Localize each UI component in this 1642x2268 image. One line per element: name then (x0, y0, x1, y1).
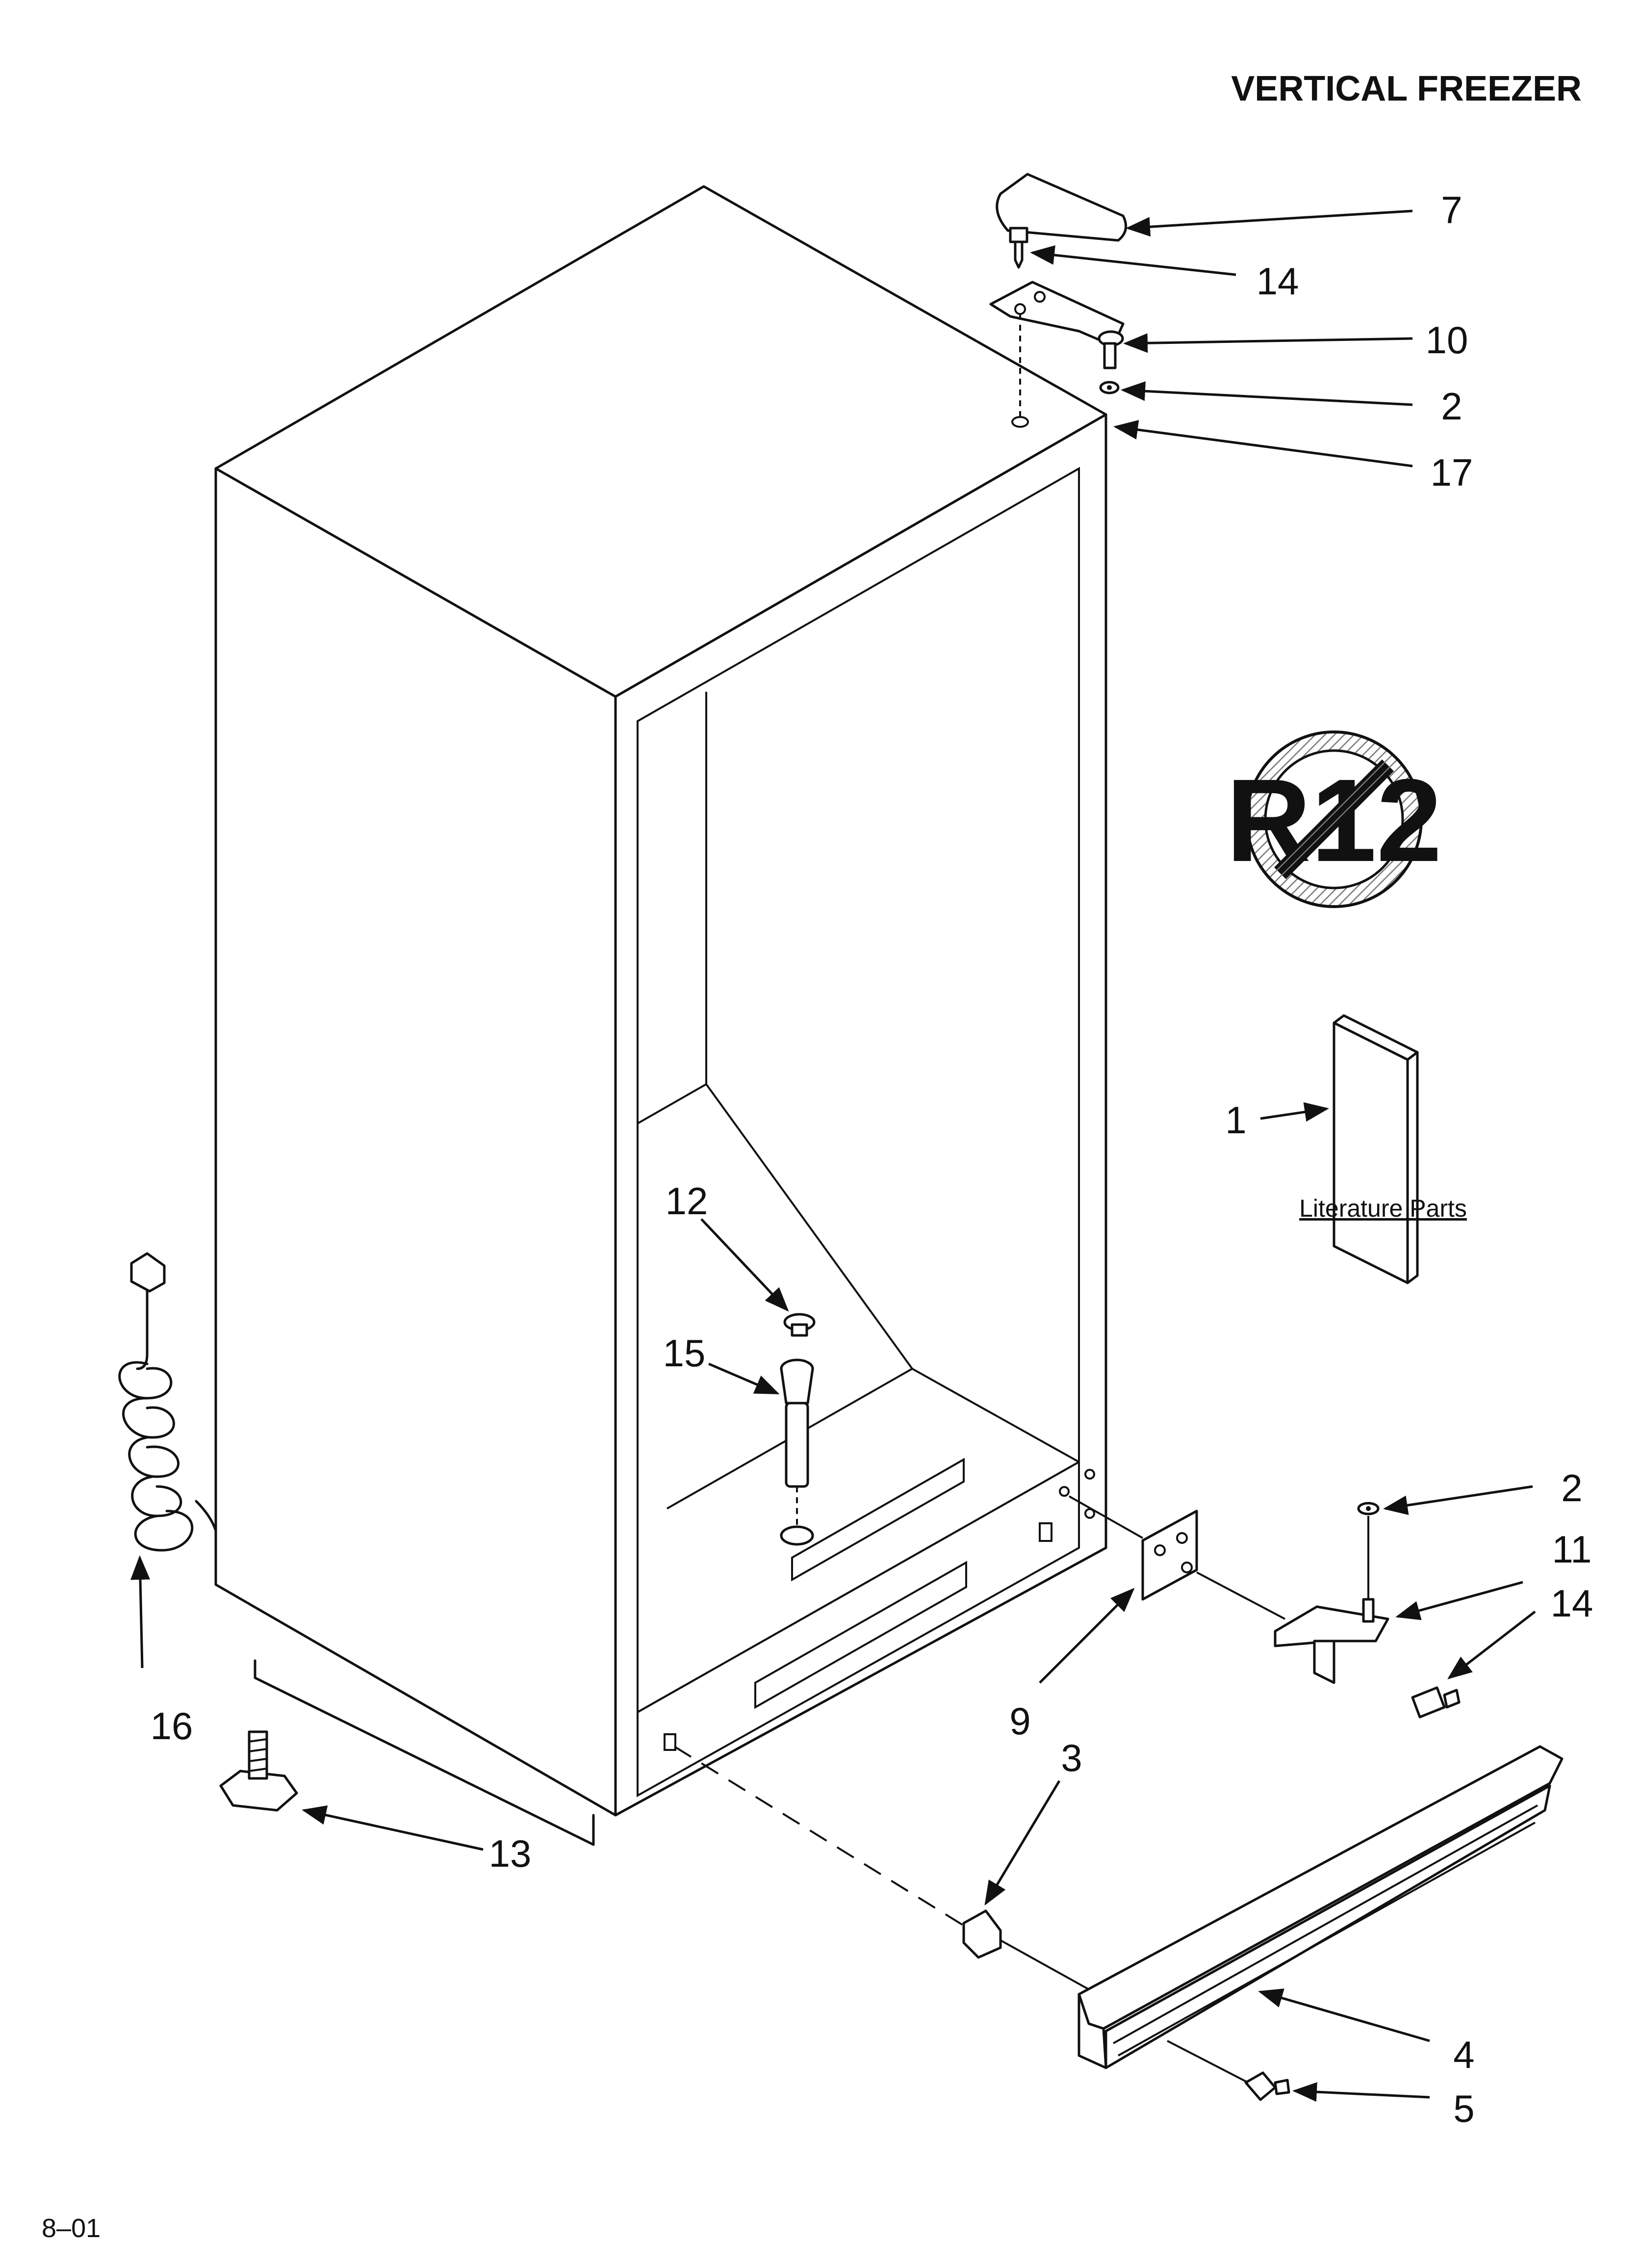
top-hinge-screw (1009, 227, 1028, 269)
callout-7: 7 (1441, 188, 1462, 232)
top-hinge-washer (1099, 381, 1120, 394)
callout-16: 16 (151, 1704, 193, 1747)
leader-5 (1292, 2082, 1430, 2102)
literature-caption: Literature Parts (1299, 1195, 1467, 1222)
leader-14-right (1447, 1611, 1536, 1680)
leader-14-top (1030, 245, 1236, 276)
bottom-hinge (1274, 1516, 1389, 1684)
hinge-bracket (1069, 1495, 1285, 1620)
leader-16 (130, 1555, 150, 1668)
bottom-hinge-screw (1411, 1686, 1461, 1719)
literature-booklet (1333, 1014, 1419, 1284)
top-hinge-pin (1098, 330, 1124, 369)
power-cord (118, 1252, 217, 1552)
callout-5: 5 (1453, 2087, 1474, 2130)
leader-13 (302, 1805, 484, 1851)
callout-17: 17 (1431, 451, 1473, 494)
leader-11 (1395, 1581, 1523, 1620)
callout-12: 12 (666, 1179, 708, 1223)
diagram-title: VERTICAL FREEZER (1231, 69, 1582, 108)
bottom-hinge-washer (1357, 1502, 1380, 1515)
leader-2-right (1383, 1485, 1533, 1515)
callout-1: 1 (1225, 1098, 1246, 1142)
toe-grille (1078, 1745, 1564, 2069)
leader-3 (984, 1780, 1061, 1906)
callout-2-top: 2 (1441, 385, 1462, 428)
no-r12-symbol: R12 (1226, 730, 1442, 908)
freezer-cabinet (214, 185, 1107, 1846)
leader-2-top (1121, 381, 1413, 406)
top-hinge-cover (996, 173, 1128, 242)
callout-3: 3 (1061, 1736, 1082, 1779)
callout-10: 10 (1426, 318, 1468, 362)
leader-9 (1039, 1588, 1135, 1684)
callout-2-right: 2 (1561, 1466, 1582, 1510)
callout-4: 4 (1453, 2033, 1474, 2076)
leader-17 (1113, 420, 1413, 468)
grille-clip (673, 1746, 1089, 1990)
leveling-leg (219, 1730, 298, 1812)
leader-4 (1258, 1988, 1430, 2042)
callout-13: 13 (489, 1832, 532, 1875)
callout-11: 11 (1552, 1528, 1592, 1571)
leader-7 (1126, 209, 1413, 237)
leader-12 (700, 1218, 789, 1312)
leader-lines (130, 209, 1536, 2102)
callout-14-right: 14 (1551, 1582, 1593, 1625)
leader-1 (1260, 1102, 1329, 1122)
callout-9: 9 (1009, 1699, 1030, 1743)
callout-15: 15 (663, 1331, 706, 1375)
leader-15 (708, 1362, 780, 1395)
drain-tube (780, 1358, 814, 1546)
callout-14-top: 14 (1257, 260, 1299, 303)
footer-code: 8–01 (42, 2214, 101, 2243)
drain-plug (783, 1313, 816, 1337)
leader-10 (1123, 333, 1413, 353)
grille-screw (1167, 2040, 1290, 2101)
